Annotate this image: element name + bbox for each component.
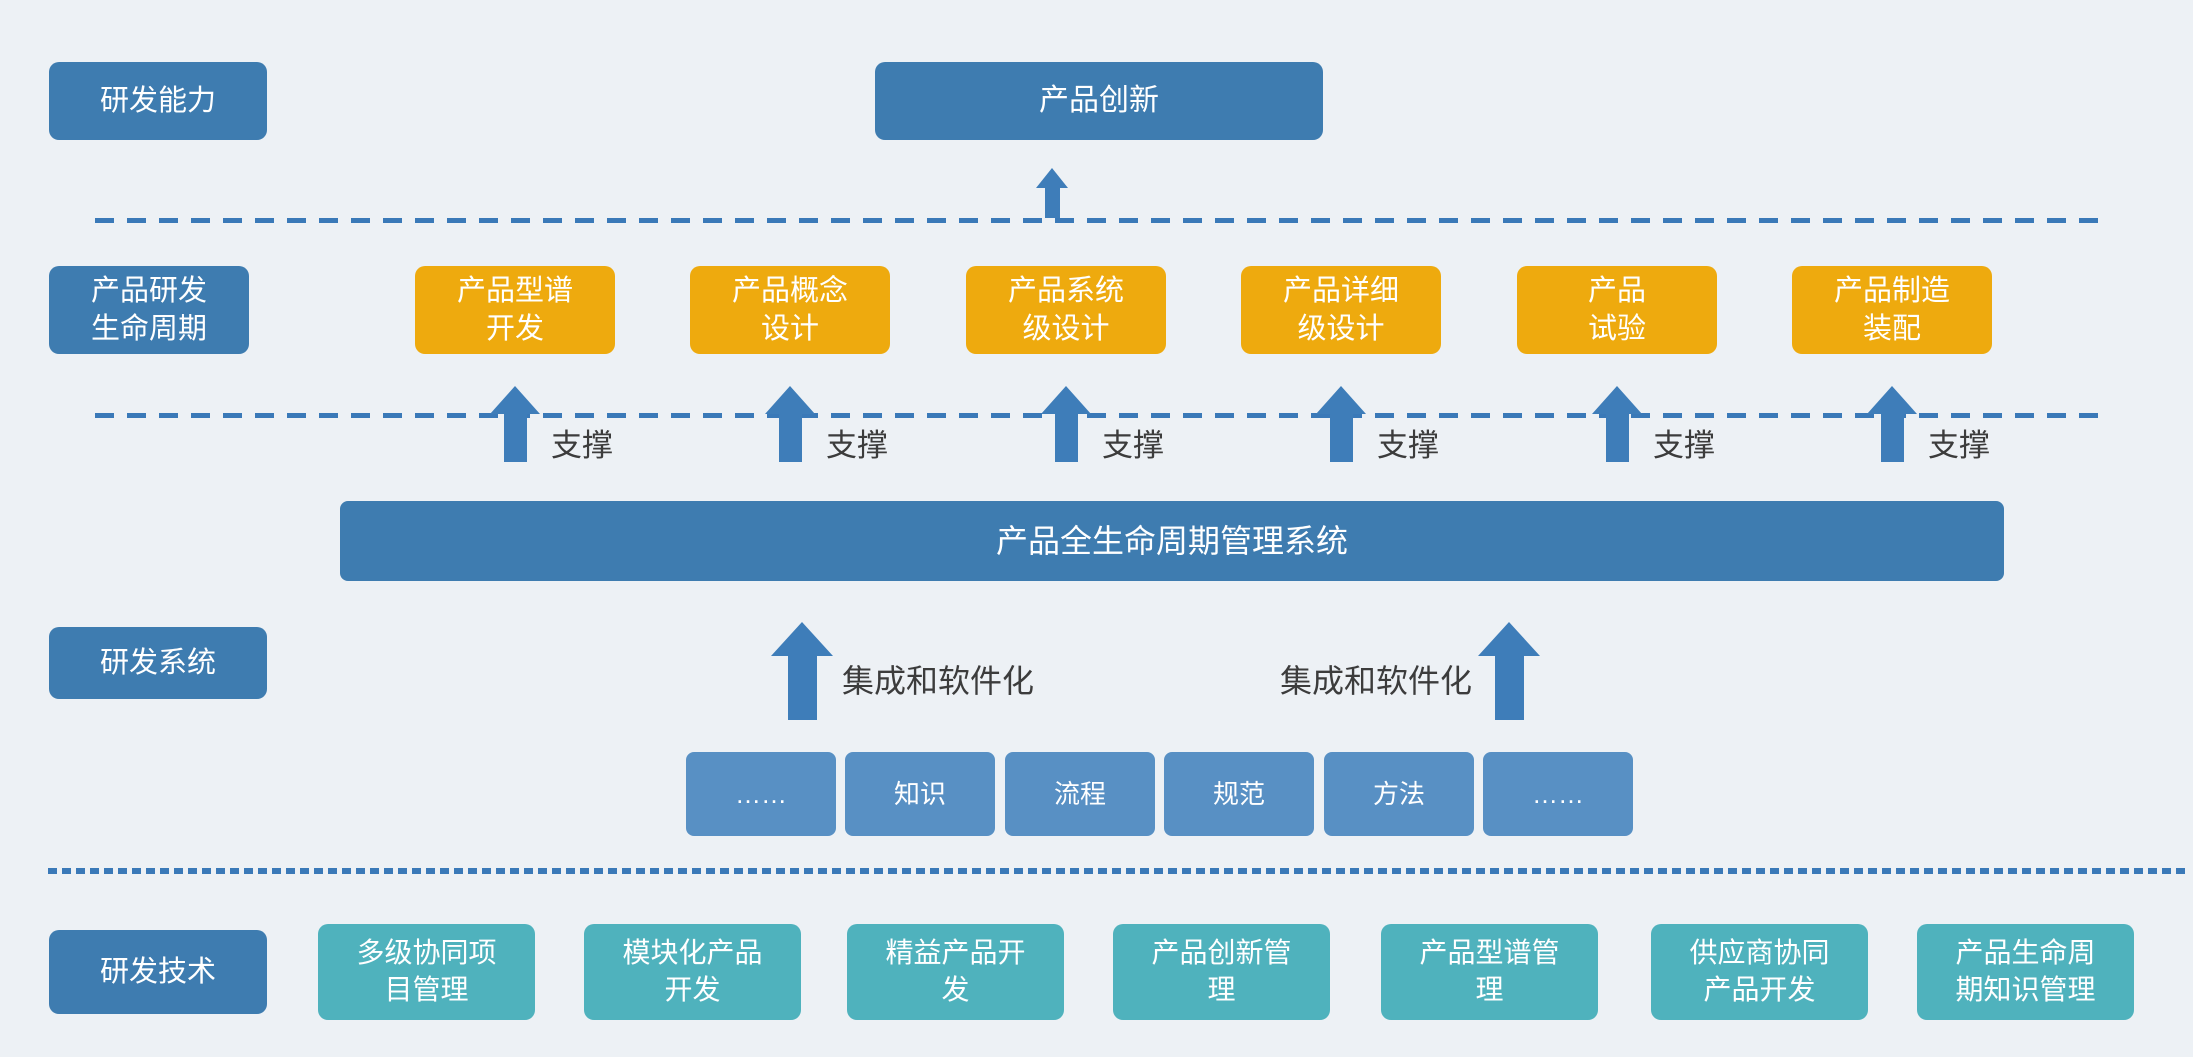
product-innovation-box: 产品创新 <box>875 62 1323 140</box>
dashed-divider-middle <box>95 413 2105 418</box>
tech-box: 供应商协同 产品开发 <box>1651 924 1868 1020</box>
element-box: …… <box>686 752 836 836</box>
row-label-lifecycle: 产品研发 生命周期 <box>49 266 249 354</box>
up-arrow-icon <box>1036 168 1068 218</box>
element-box: 方法 <box>1324 752 1474 836</box>
support-label: 支撑 <box>1928 428 1990 463</box>
support-arrow-icon <box>765 386 815 462</box>
support-label: 支撑 <box>1653 428 1715 463</box>
integration-label: 集成和软件化 <box>842 663 1035 699</box>
tech-box: 产品型谱管 理 <box>1381 924 1598 1020</box>
support-arrow-icon <box>1041 386 1091 462</box>
support-label: 支撑 <box>1102 428 1164 463</box>
stage-box: 产品制造 装配 <box>1792 266 1992 354</box>
support-arrow-icon <box>1867 386 1917 462</box>
element-box: 规范 <box>1164 752 1314 836</box>
stage-box: 产品型谱 开发 <box>415 266 615 354</box>
tech-box: 多级协同项 目管理 <box>318 924 535 1020</box>
support-arrow-icon <box>1592 386 1642 462</box>
row-label-system: 研发系统 <box>49 627 267 699</box>
tech-box: 精益产品开 发 <box>847 924 1064 1020</box>
integration-arrow-icon <box>1478 622 1540 720</box>
row-label-technology: 研发技术 <box>49 930 267 1014</box>
row-label-capability: 研发能力 <box>49 62 267 140</box>
dashed-divider-top <box>95 218 2105 223</box>
integration-label: 集成和软件化 <box>1280 663 1473 699</box>
stage-box: 产品概念 设计 <box>690 266 890 354</box>
support-label: 支撑 <box>826 428 888 463</box>
support-arrow-icon <box>490 386 540 462</box>
stage-box: 产品 试验 <box>1517 266 1717 354</box>
tech-box: 产品创新管 理 <box>1113 924 1330 1020</box>
element-box: 知识 <box>845 752 995 836</box>
support-label: 支撑 <box>1377 428 1439 463</box>
support-arrow-icon <box>1316 386 1366 462</box>
plm-system-bar: 产品全生命周期管理系统 <box>340 501 2004 581</box>
integration-arrow-icon <box>771 622 833 720</box>
tech-box: 产品生命周 期知识管理 <box>1917 924 2134 1020</box>
tech-box: 模块化产品 开发 <box>584 924 801 1020</box>
stage-box: 产品系统 级设计 <box>966 266 1166 354</box>
element-box: 流程 <box>1005 752 1155 836</box>
dotted-divider-bottom <box>48 868 2190 874</box>
stage-box: 产品详细 级设计 <box>1241 266 1441 354</box>
element-box: …… <box>1483 752 1633 836</box>
support-label: 支撑 <box>551 428 613 463</box>
